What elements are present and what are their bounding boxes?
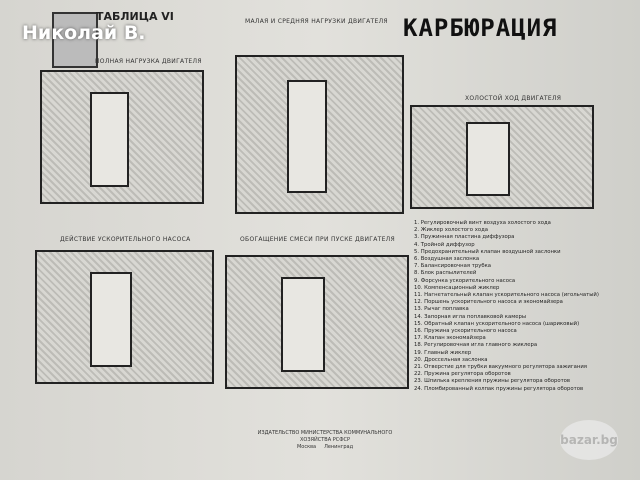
legend-item: 15. Обратный клапан ускорительного насос… — [414, 320, 580, 327]
legend-item: 6. Воздушная заслонка — [414, 256, 480, 263]
page-title: КАРБЮРАЦИЯ — [403, 14, 558, 42]
legend-item: 21. Отверстие для трубки вакуумного регу… — [414, 364, 587, 371]
site-logo: bazar.bg — [560, 420, 618, 460]
section-caption-full-load: ПОЛНАЯ НАГРУЗКА ДВИГАТЕЛЯ — [95, 58, 202, 65]
carburetor-diagram-idle — [410, 105, 594, 209]
parts-legend: 1. Регулировочный винт воздуха холостого… — [414, 220, 599, 393]
publisher: ИЗДАТЕЛЬСТВО МИНИСТЕРСТВА КОММУНАЛЬНОГО … — [257, 430, 393, 443]
city-left: Москва — [296, 444, 317, 450]
carburetor-diagram-accelerator-pump — [35, 250, 214, 384]
legend-item: 16. Пружина ускорительного насоса — [414, 328, 517, 335]
legend-item: 8. Блок распылителей — [414, 270, 477, 277]
legend-item: 11. Нагнетательный клапан ускорительного… — [414, 292, 599, 299]
section-caption-medium-load: МАЛАЯ И СРЕДНЯЯ НАГРУЗКИ ДВИГАТЕЛЯ — [245, 18, 388, 25]
carburetor-diagram-medium-load — [235, 55, 404, 214]
legend-item: 5. Предохранительный клапан воздушной за… — [414, 248, 561, 255]
table-label: ТАБЛИЦА VI — [96, 10, 174, 23]
legend-item: 24. Пломбированный колпак пружины регуля… — [414, 385, 584, 392]
watermark: Николай В. — [22, 22, 146, 44]
legend-item: 20. Дроссельная заслонка — [414, 356, 488, 363]
emblem — [52, 12, 98, 68]
legend-item: 12. Поршень ускорительного насоса и экон… — [414, 299, 563, 306]
legend-item: 23. Шпилька крепления пружины регулятора… — [414, 378, 571, 385]
section-caption-accelerator-pump: ДЕЙСТВИЕ УСКОРИТЕЛЬНОГО НАСОСА — [60, 236, 191, 243]
legend-item: 2. Жиклер холостого хода — [414, 227, 489, 234]
legend-item: 3. Пружинная пластина диффузора — [414, 234, 515, 241]
legend-item: 14. Запорная игла поплавковой камеры — [414, 313, 527, 320]
legend-item: 17. Клапан экономайзера — [414, 335, 486, 342]
legend-item: 18. Регулировочная игла главного жиклера — [414, 342, 538, 349]
carburetor-diagram-start-enrichment — [225, 255, 409, 389]
legend-item: 13. Рычаг поплавка — [414, 306, 469, 313]
legend-item: 9. Форсунка ускорительного насоса — [414, 277, 516, 284]
section-caption-start-enrichment: ОБОГАЩЕНИЕ СМЕСИ ПРИ ПУСКЕ ДВИГАТЕЛЯ — [240, 236, 395, 243]
legend-item: 1. Регулировочный винт воздуха холостого… — [414, 220, 551, 226]
publisher-footer: ИЗДАТЕЛЬСТВО МИНИСТЕРСТВА КОММУНАЛЬНОГО … — [250, 430, 400, 451]
legend-item: 19. Главный жиклер — [414, 349, 472, 356]
section-caption-idle: ХОЛОСТОЙ ХОД ДВИГАТЕЛЯ — [465, 95, 562, 102]
legend-item: 4. Тройной диффузор — [414, 241, 475, 248]
legend-item: 22. Пружина регулятора оборотов — [414, 371, 511, 378]
legend-item: 7. Балансировочная трубка — [414, 263, 492, 270]
carburetor-diagram-full-load — [40, 70, 204, 204]
legend-item: 10. Компенсационный жиклер — [414, 284, 500, 291]
city-right: Ленинград — [324, 444, 354, 450]
